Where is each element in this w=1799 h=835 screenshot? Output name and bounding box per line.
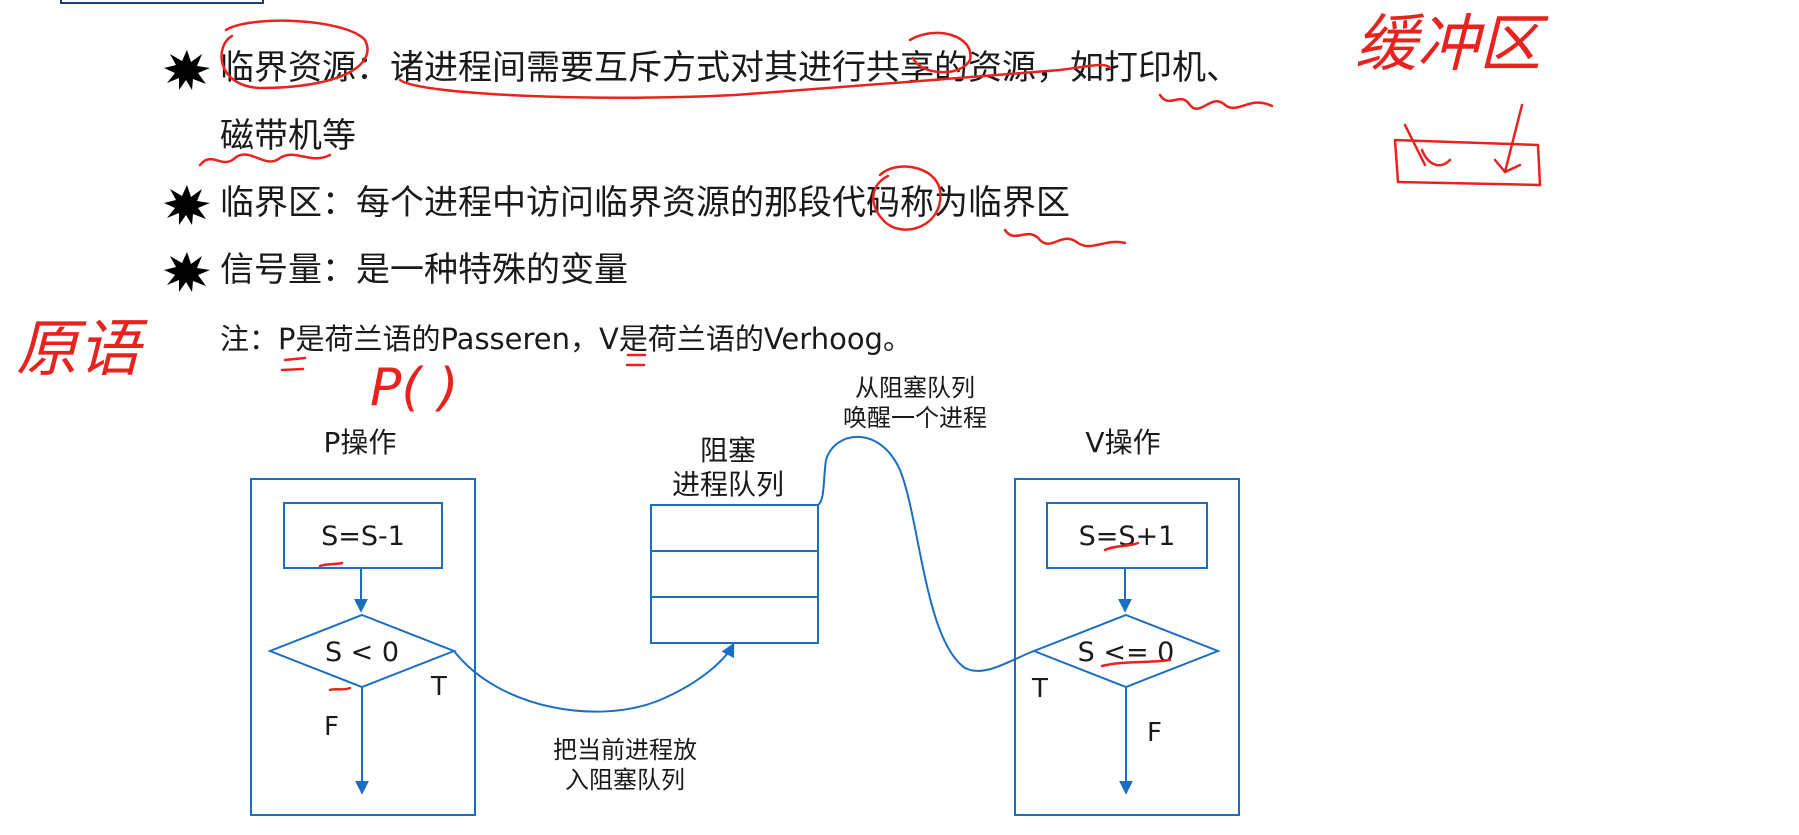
queue-slot (650, 550, 819, 598)
queue-title-line2: 进程队列 (672, 468, 784, 501)
p-step-s-mark (318, 561, 344, 568)
star-bullet-icon (164, 185, 210, 225)
v-cond-mark (1100, 658, 1172, 668)
wake-label-line1: 从阻塞队列 (855, 374, 975, 402)
v-step-box (1046, 502, 1208, 569)
queue-title-line1: 阻塞 (700, 434, 756, 467)
bullet-continuation: 磁带机等 (220, 116, 356, 156)
squiggle-printer (1158, 93, 1274, 110)
red-ink-annotations (198, 19, 1542, 692)
p-operation-group: P操作 S=S-1 S < 0 F T (250, 426, 476, 816)
buffer-arrow-in (1403, 123, 1452, 167)
squiggle-critical-section (1003, 228, 1127, 248)
p-operation-frame (250, 478, 476, 816)
buffer-box-sketch (1393, 138, 1542, 187)
p-false-label: F (324, 712, 339, 742)
handwritten-p-call: P( ) (370, 358, 458, 418)
v-false-label: F (1147, 718, 1162, 748)
p-step-box (283, 502, 443, 569)
v-step-text: S=S+1 (1079, 521, 1176, 552)
buffer-arrow-out (1493, 103, 1524, 174)
note-text: 注：P是荷兰语的Passeren，V是荷兰语的Verhoog。 (220, 322, 912, 356)
p-condition-text: S < 0 (325, 637, 399, 668)
circle-critical-resource (220, 19, 369, 90)
v-operation-group: V操作 S=S+1 S <= 0 F T (1014, 426, 1240, 816)
underline-shared-resource (398, 63, 1112, 99)
v-true-label: T (1031, 674, 1048, 704)
queue-slot (650, 596, 819, 644)
v-step-s-mark (1103, 541, 1140, 552)
circle-code (872, 165, 942, 231)
p-step-text: S=S-1 (321, 521, 405, 552)
star-bullet-icon (164, 50, 210, 90)
block-label-line1: 把当前进程放 (553, 736, 697, 764)
wake-label-line2: 唤醒一个进程 (843, 404, 987, 432)
block-label-line2: 入阻塞队列 (565, 766, 685, 794)
star-bullet-icon (164, 252, 210, 292)
p-true-label: T (430, 672, 447, 702)
v-operation-title: V操作 (1085, 426, 1160, 459)
circle-shared (908, 31, 972, 74)
wake-connector (817, 435, 1035, 672)
top-frame-decoration (60, 0, 264, 4)
handwritten-primitive: 原语 (16, 312, 148, 385)
handwritten-buffer: 缓冲区 (1355, 7, 1549, 80)
block-connector (453, 642, 735, 713)
blocking-queue-group: 阻塞 进程队列 (650, 434, 819, 644)
p-cond-s-mark (328, 686, 352, 692)
squiggle-tape-drive (198, 153, 332, 167)
v-underline-marks (625, 353, 647, 367)
bullet-text: 临界区：每个进程中访问临界资源的那段代码称为临界区 (220, 183, 1070, 223)
p-underline-marks (280, 356, 307, 372)
bullet-text: 信号量：是一种特殊的变量 (220, 250, 628, 290)
p-operation-title: P操作 (324, 426, 397, 459)
v-operation-frame (1014, 478, 1240, 816)
queue-slot (650, 504, 819, 552)
